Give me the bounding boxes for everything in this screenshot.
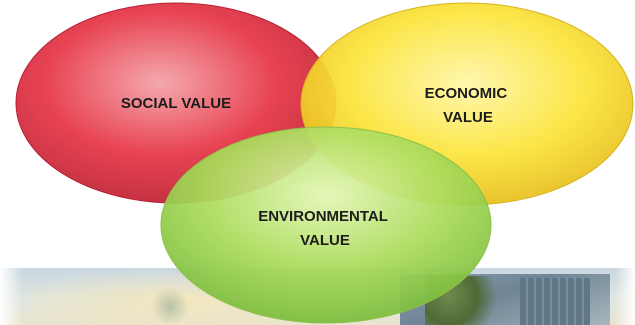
economic-value-label: ECONOMIC VALUE bbox=[425, 85, 512, 126]
photo-fade-right bbox=[615, 268, 635, 325]
social-value-label: SOCIAL VALUE bbox=[121, 95, 231, 112]
environmental-value-ellipse bbox=[160, 126, 492, 324]
photo-tree bbox=[150, 288, 190, 325]
photo-fade-left bbox=[0, 268, 22, 325]
environmental-value-label-line-1: ENVIRONMENTAL bbox=[258, 208, 388, 225]
environmental-value-label: ENVIRONMENTAL VALUE bbox=[258, 208, 392, 249]
economic-value-label-line-1: ECONOMIC bbox=[425, 85, 508, 102]
environmental-value-label-line-2: VALUE bbox=[300, 232, 350, 249]
photo-solar-panel bbox=[520, 278, 590, 325]
economic-value-label-line-2: VALUE bbox=[443, 109, 493, 126]
social-value-label-line: SOCIAL VALUE bbox=[121, 95, 231, 112]
